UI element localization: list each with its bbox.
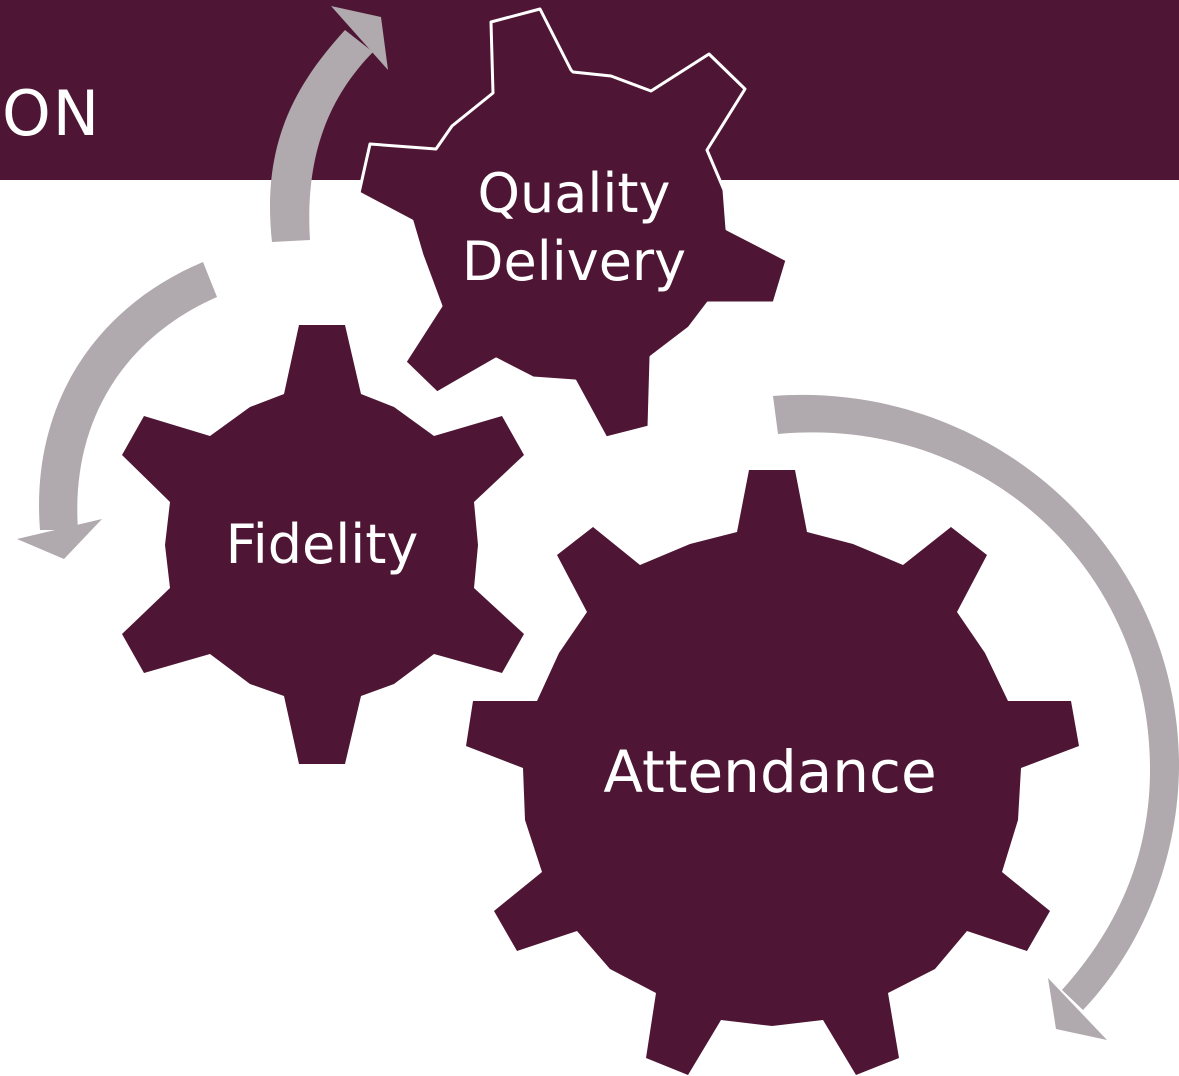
arrow-head bbox=[17, 519, 102, 559]
arrow-to-quality-delivery bbox=[270, 6, 388, 242]
gear-label-line2: Delivery bbox=[462, 230, 686, 293]
arrow-shaft bbox=[773, 394, 1179, 1010]
gear-label: Attendance bbox=[603, 738, 936, 806]
header-title: ON bbox=[2, 77, 101, 150]
gear-attendance: Attendance bbox=[466, 470, 1079, 1075]
arrow-shaft bbox=[270, 30, 373, 242]
arrow-head bbox=[331, 6, 388, 70]
gear-shape bbox=[357, 7, 789, 440]
gear-label-line1: Quality bbox=[478, 162, 671, 225]
arrow-to-fidelity bbox=[17, 262, 217, 559]
gear-shape bbox=[122, 325, 524, 764]
gear-quality-delivery: Quality Delivery bbox=[357, 7, 789, 440]
arrow-head bbox=[1048, 978, 1107, 1040]
arrow-to-attendance bbox=[773, 394, 1179, 1040]
gear-shape bbox=[466, 470, 1079, 1075]
gear-label: Fidelity bbox=[226, 513, 419, 576]
gear-fidelity: Fidelity bbox=[122, 325, 524, 764]
arrow-shaft bbox=[39, 262, 217, 530]
